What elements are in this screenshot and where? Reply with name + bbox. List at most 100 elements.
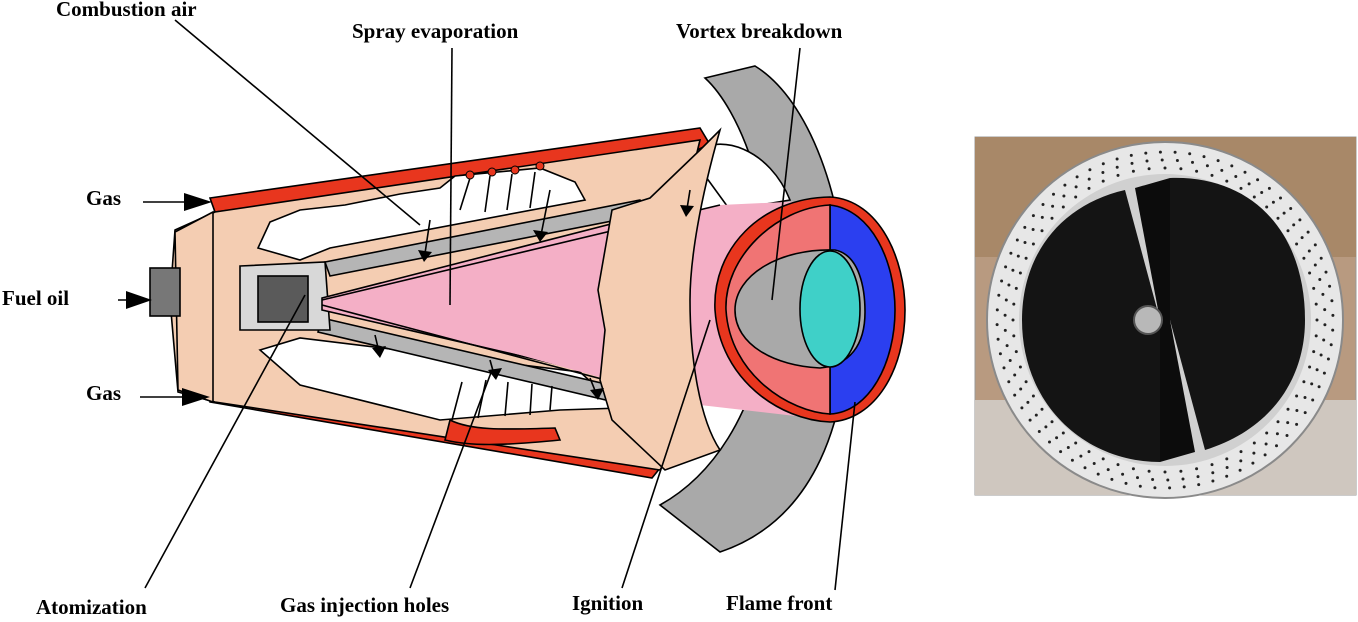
- photo-perforation-dot: [1101, 171, 1105, 174]
- photo-perforation-dot: [1276, 216, 1280, 220]
- label-atomization: Atomization: [36, 595, 147, 619]
- photo-perforation-dot: [1151, 478, 1155, 481]
- photo-perforation-dot: [1195, 467, 1199, 471]
- photo-perforation-dot: [1313, 243, 1317, 247]
- photo-perforation-dot: [1024, 256, 1028, 260]
- leader-lines: [144, 19, 856, 591]
- photo-perforation-dot: [1023, 241, 1027, 244]
- photo-perforation-dot: [1074, 441, 1078, 445]
- photo-perforation-dot: [1031, 394, 1035, 398]
- photo-perforation-dot: [1225, 474, 1229, 478]
- photo-perforation-dot: [1182, 485, 1186, 489]
- photo-perforation-dot: [1124, 481, 1128, 485]
- photo-perforation-dot: [1314, 302, 1318, 306]
- label-spray-evaporation: Spray evaporation: [352, 19, 519, 43]
- body-cut-panel: [597, 127, 722, 471]
- photo-perforation-dot: [1279, 196, 1282, 200]
- photo-perforation-dot: [1048, 440, 1051, 444]
- photo-swirl-plate-right: [1170, 177, 1305, 450]
- photo-perforation-dot: [1014, 350, 1018, 354]
- label-vortex-breakdown: Vortex breakdown: [676, 19, 843, 43]
- photo-perforation-dot: [1225, 466, 1229, 469]
- photo-perforation-dot: [1116, 463, 1120, 467]
- photo-perforation-dot: [1041, 203, 1045, 206]
- photo-perforation-dot: [1144, 151, 1148, 155]
- photo-perforation-dot: [1295, 394, 1299, 398]
- photo-perforation-dot: [1307, 249, 1311, 253]
- photo-perforation-dot: [1306, 230, 1310, 234]
- photo-perforation-dot: [1101, 162, 1105, 166]
- photo-perforation-dot: [1101, 179, 1105, 183]
- photo-perforation-dot: [1276, 420, 1280, 424]
- photo-perforation-dot: [1106, 468, 1110, 472]
- photo-perforation-dot: [1023, 225, 1027, 229]
- photo-perforation-dot: [1044, 425, 1048, 429]
- photo-perforation-dot: [1247, 182, 1251, 186]
- photo-perforation-dot: [1016, 254, 1020, 258]
- photo-perforation-dot: [1136, 476, 1139, 480]
- photo-perforation-dot: [1265, 205, 1269, 209]
- photo-perforation-dot: [1013, 373, 1017, 377]
- photo-perforation-dot: [1188, 152, 1192, 156]
- photo-perforation-dot: [1308, 365, 1312, 369]
- photo-perforation-dot: [1302, 256, 1306, 260]
- photo-perforation-dot: [1040, 229, 1044, 233]
- photo-perforation-dot: [1252, 441, 1256, 445]
- photo-perforation-dot: [1096, 472, 1100, 476]
- photo-perforation-dot: [1013, 393, 1017, 397]
- photo-perforation-dot: [1051, 204, 1055, 208]
- photo-perforation-dot: [1292, 223, 1296, 227]
- fuel-oil-inlet-arrow: [118, 291, 152, 309]
- photo-perforation-dot: [1275, 432, 1279, 436]
- photo-perforation-dot: [1271, 200, 1275, 204]
- photo-perforation-dot: [1074, 185, 1078, 189]
- photo-perforation-dot: [1002, 366, 1006, 370]
- photo-perforation-dot: [1197, 483, 1201, 487]
- photo-perforation-dot: [1302, 380, 1306, 384]
- photo-perforation-dot: [1007, 283, 1011, 287]
- photo-perforation-dot: [1216, 159, 1220, 163]
- photo-perforation-dot: [1173, 150, 1177, 154]
- photo-perforation-dot: [1004, 298, 1008, 302]
- photo-perforation-dot: [1138, 484, 1142, 488]
- photo-perforation-dot: [1315, 318, 1319, 322]
- photo-perforation-dot: [1031, 214, 1035, 218]
- photo-perforation-dot: [1160, 158, 1164, 162]
- photo-perforation-dot: [1324, 270, 1328, 274]
- photo-perforation-dot: [1260, 191, 1264, 194]
- photo-perforation-dot: [1319, 256, 1323, 260]
- photo-perforation-dot: [1004, 265, 1008, 269]
- photo-perforation-dot: [995, 323, 999, 327]
- photo-perforation-dot: [1050, 420, 1054, 424]
- photo-perforation-dot: [1225, 457, 1229, 461]
- photo-perforation-dot: [1037, 430, 1041, 433]
- photo-perforation-dot: [1312, 350, 1316, 354]
- photo-perforation-dot: [1040, 215, 1044, 219]
- photo-perforation-dot: [1317, 385, 1321, 389]
- photo-perforation-dot: [1168, 486, 1172, 490]
- photo-perforation-dot: [1256, 178, 1260, 182]
- label-combustion-air: Combustion air: [56, 0, 197, 21]
- photo-perforation-dot: [1066, 446, 1070, 449]
- photo-perforation-dot: [1145, 159, 1149, 163]
- photo-perforation-dot: [1318, 278, 1322, 281]
- photo-perforation-dot: [1028, 418, 1032, 422]
- photo-perforation-dot: [1300, 236, 1304, 240]
- photo-perforation-dot: [1210, 463, 1214, 467]
- label-gas-injection-holes: Gas injection holes: [280, 593, 449, 617]
- photo-perforation-dot: [1234, 175, 1238, 178]
- photo-perforation-dot: [1286, 229, 1290, 233]
- photo-perforation-dot: [1075, 175, 1079, 179]
- photo-perforation-dot: [1179, 167, 1183, 171]
- photo-perforation-dot: [1220, 168, 1224, 172]
- photo-perforation-dot: [1175, 159, 1179, 162]
- photo-perforation-dot: [998, 352, 1002, 356]
- photo-perforation-dot: [1211, 471, 1215, 475]
- gas-inlet-bottom-arrow: [140, 388, 210, 406]
- photo-perforation-dot: [1092, 462, 1096, 465]
- cut-upper: [256, 167, 587, 261]
- photo-perforation-dot: [1115, 157, 1119, 161]
- label-gas-bottom: Gas: [86, 381, 121, 405]
- photo-perforation-dot: [1313, 263, 1317, 267]
- photo-perforation-dot: [1020, 406, 1024, 410]
